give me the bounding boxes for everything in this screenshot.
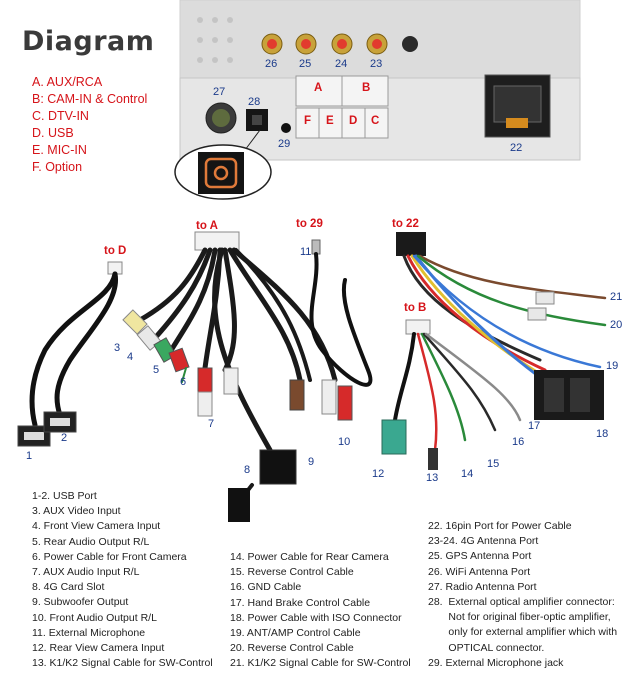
legend-item: 26. WiFi Antenna Port	[428, 565, 531, 578]
cable-number-18: 18	[596, 428, 609, 440]
head-unit-rear-panel	[179, 0, 581, 161]
label-to-a: to A	[196, 220, 218, 232]
cable-number-17: 17	[528, 420, 541, 432]
cable-harness-a	[122, 231, 353, 522]
optical-port-callout	[174, 129, 272, 200]
port-number-28: 28	[248, 96, 261, 108]
cable-number-20: 20	[610, 319, 623, 331]
legend-item: 17. Hand Brake Control Cable	[230, 596, 371, 609]
port-number-22: 22	[510, 142, 523, 154]
legend-item: 3. AUX Video Input	[32, 505, 121, 518]
usb-cable-d	[17, 261, 123, 447]
legend-item: 25. GPS Antenna Port	[428, 550, 532, 563]
microphone-cable	[309, 239, 373, 387]
legend-item: 1-2. USB Port	[32, 490, 97, 502]
legend-item: Not for original fiber-optic amplifier,	[428, 611, 611, 624]
legend-item: 9. Subwoofer Output	[32, 596, 129, 609]
legend-item: 21. K1/K2 Signal Cable for SW-Control	[230, 657, 411, 670]
port-number-24: 24	[335, 58, 348, 70]
legend-item: 20. Reverse Control Cable	[230, 642, 354, 655]
camera-control-harness-b	[381, 319, 522, 470]
port-number-29: 29	[278, 138, 291, 150]
connector-label-b: B	[362, 82, 371, 94]
cable-number-1: 1	[26, 450, 33, 462]
label-to-d: to D	[104, 245, 127, 257]
legend-item: 4. Front View Camera Input	[32, 520, 161, 533]
port-legend: A. AUX/RCA B: CAM-IN & Control C. DTV-IN…	[32, 74, 147, 176]
port-legend-item: E. MIC-IN	[32, 143, 87, 157]
legend-item: 13. K1/K2 Signal Cable for SW-Control	[32, 657, 213, 670]
page-title: Diagram	[22, 26, 155, 57]
port-number-23: 23	[370, 58, 383, 70]
cable-number-10: 10	[338, 436, 351, 448]
port-legend-item: A. AUX/RCA	[32, 75, 103, 89]
legend-item: 19. ANT/AMP Control Cable	[230, 627, 361, 640]
legend-item: 18. Power Cable with ISO Connector	[230, 611, 402, 624]
legend-item: 10. Front Audio Output R/L	[32, 611, 157, 624]
label-to-b: to B	[404, 302, 427, 314]
legend-item: 27. Radio Antenna Port	[428, 580, 537, 593]
legend-item: 11. External Microphone	[32, 626, 146, 639]
power-harness	[396, 232, 607, 420]
cable-number-14: 14	[461, 468, 474, 480]
legend-item: 22. 16pin Port for Power Cable	[428, 520, 572, 532]
legend-item: 6. Power Cable for Front Camera	[32, 550, 187, 563]
legend-item: 12. Rear View Camera Input	[32, 642, 165, 655]
cable-number-6: 6	[180, 376, 187, 388]
label-to-22: to 22	[392, 218, 419, 230]
port-legend-item: D. USB	[32, 126, 74, 140]
connector-label-c: C	[371, 115, 380, 127]
connector-label-e: E	[326, 115, 334, 127]
cable-number-3: 3	[114, 342, 121, 354]
legend-item: 8. 4G Card Slot	[32, 581, 105, 594]
port-number-26: 26	[265, 58, 278, 70]
cable-number-21: 21	[610, 291, 623, 303]
legend-item: 15. Reverse Control Cable	[230, 566, 354, 579]
legend-item: 14. Power Cable for Rear Camera	[230, 551, 389, 563]
legend-item: 28. External optical amplifier connector…	[428, 596, 615, 609]
connector-label-f: F	[304, 115, 312, 127]
cable-number-7: 7	[208, 418, 215, 430]
legend-item: OPTICAL connector.	[428, 641, 545, 654]
port-number-25: 25	[299, 58, 312, 70]
cable-number-8: 8	[244, 464, 251, 476]
connector-label-a: A	[314, 82, 323, 94]
legend-item: only for external amplifier which with	[428, 626, 618, 639]
legend-column-2: 14. Power Cable for Rear Camera 15. Reve…	[230, 550, 411, 672]
cable-number-16: 16	[512, 436, 525, 448]
legend-item: 23-24. 4G Antenna Port	[428, 535, 539, 548]
cable-number-15: 15	[487, 458, 500, 470]
cable-number-11: 11	[300, 246, 312, 258]
label-to-29: to 29	[296, 218, 323, 230]
cable-number-2: 2	[61, 432, 68, 444]
legend-item: 5. Rear Audio Output R/L	[32, 535, 150, 548]
cable-number-13: 13	[426, 472, 439, 484]
port-legend-item: B: CAM-IN & Control	[32, 92, 148, 106]
port-number-27: 27	[213, 86, 226, 98]
port-legend-item: C. DTV-IN	[32, 109, 89, 123]
legend-column-3: 22. 16pin Port for Power Cable 23-24. 4G…	[428, 519, 617, 671]
legend-column-1: 1-2. USB Port 3. AUX Video Input 4. Fron…	[32, 489, 213, 671]
legend-item: 7. AUX Audio Input R/L	[32, 566, 140, 579]
legend-item: 16. GND Cable	[230, 581, 302, 594]
connector-label-d: D	[349, 115, 358, 127]
cable-number-19: 19	[606, 360, 619, 372]
antenna-ports	[261, 33, 418, 55]
cable-number-12: 12	[372, 468, 385, 480]
cable-number-5: 5	[153, 364, 160, 376]
port-legend-item: F. Option	[32, 160, 83, 174]
cable-number-4: 4	[127, 351, 134, 363]
legend-item: 29. External Microphone jack	[428, 656, 564, 669]
cable-number-9: 9	[308, 456, 315, 468]
